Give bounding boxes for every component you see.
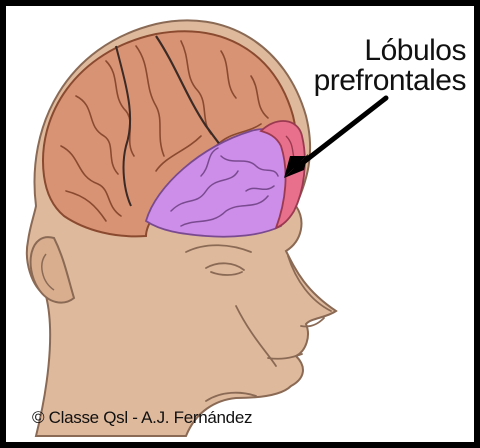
copyright-credit: © Classe Qsl - A.J. Fernández <box>32 408 252 428</box>
lobe-label: Lóbulos prefrontales <box>276 36 466 96</box>
label-line-1: Lóbulos <box>276 36 466 66</box>
label-line-2: prefrontales <box>276 66 466 96</box>
